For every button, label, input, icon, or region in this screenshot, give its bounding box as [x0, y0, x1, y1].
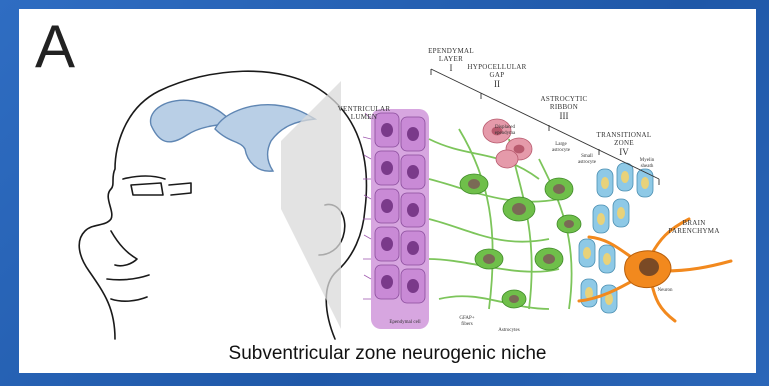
label-gfap-fibers-2: fibers [461, 322, 472, 327]
figure-panel: VENTRICULAR LUMEN EPENDYMAL LAYER I HYPO… [19, 9, 756, 373]
chin [111, 297, 147, 301]
svz-diagram: VENTRICULAR LUMEN EPENDYMAL LAYER I HYPO… [19, 9, 756, 373]
label-hypocellular-2: GAP [490, 71, 505, 79]
label-ependymal-2: LAYER [439, 55, 463, 63]
nose [111, 231, 137, 266]
label-transitional-num: IV [619, 147, 629, 157]
left-eye [131, 183, 163, 195]
label-myelin-sheath-1: Myelin [640, 158, 655, 163]
svz-inset [363, 69, 731, 329]
label-small-astrocyte-2: astrocyte [578, 160, 597, 165]
label-astrocytic-1: ASTROCYTIC [541, 95, 588, 103]
label-displaced-ependyma-1: Displaced [495, 125, 515, 130]
label-ependymal-1: EPENDYMAL [428, 47, 474, 55]
panel-letter: A [35, 17, 75, 77]
label-ventricular-lumen-2: LUMEN [351, 113, 377, 121]
label-astrocytes: Astrocytes [498, 328, 519, 333]
label-small-astrocyte-1: Small [581, 154, 593, 159]
label-neuron: Neuron [658, 288, 673, 293]
figure-caption: Subventricular zone neurogenic niche [19, 343, 756, 365]
label-ventricular-lumen-1: VENTRICULAR [338, 105, 391, 113]
label-astrocytic-2: RIBBON [550, 103, 578, 111]
label-transitional-2: ZONE [614, 139, 634, 147]
label-myelin-sheath-2: sheath [641, 164, 654, 169]
label-brain-parenchyma-2: PARENCHYMA [668, 227, 719, 235]
label-gfap-fibers-1: GFAP+ [459, 316, 474, 321]
label-large-astrocyte-2: astrocyte [552, 148, 571, 153]
right-eye [169, 183, 191, 195]
label-displaced-ependyma-2: ependyma [495, 131, 516, 136]
label-transitional-1: TRANSITIONAL [597, 131, 652, 139]
label-brain-parenchyma-1: BRAIN [682, 219, 705, 227]
label-ependymal-num: I [450, 63, 453, 73]
cell-labels: Displaced ependyma Large astrocyte Small… [389, 125, 673, 333]
label-ependymal-cell: Ependymal cell [389, 320, 421, 325]
ependymal-layer [363, 109, 429, 329]
label-large-astrocyte-1: Large [555, 142, 567, 147]
label-astrocytic-num: III [560, 111, 569, 121]
label-hypocellular-1: HYPOCELLULAR [467, 63, 526, 71]
brow [123, 176, 165, 179]
mouth [107, 275, 149, 280]
label-hypocellular-num: II [494, 79, 500, 89]
